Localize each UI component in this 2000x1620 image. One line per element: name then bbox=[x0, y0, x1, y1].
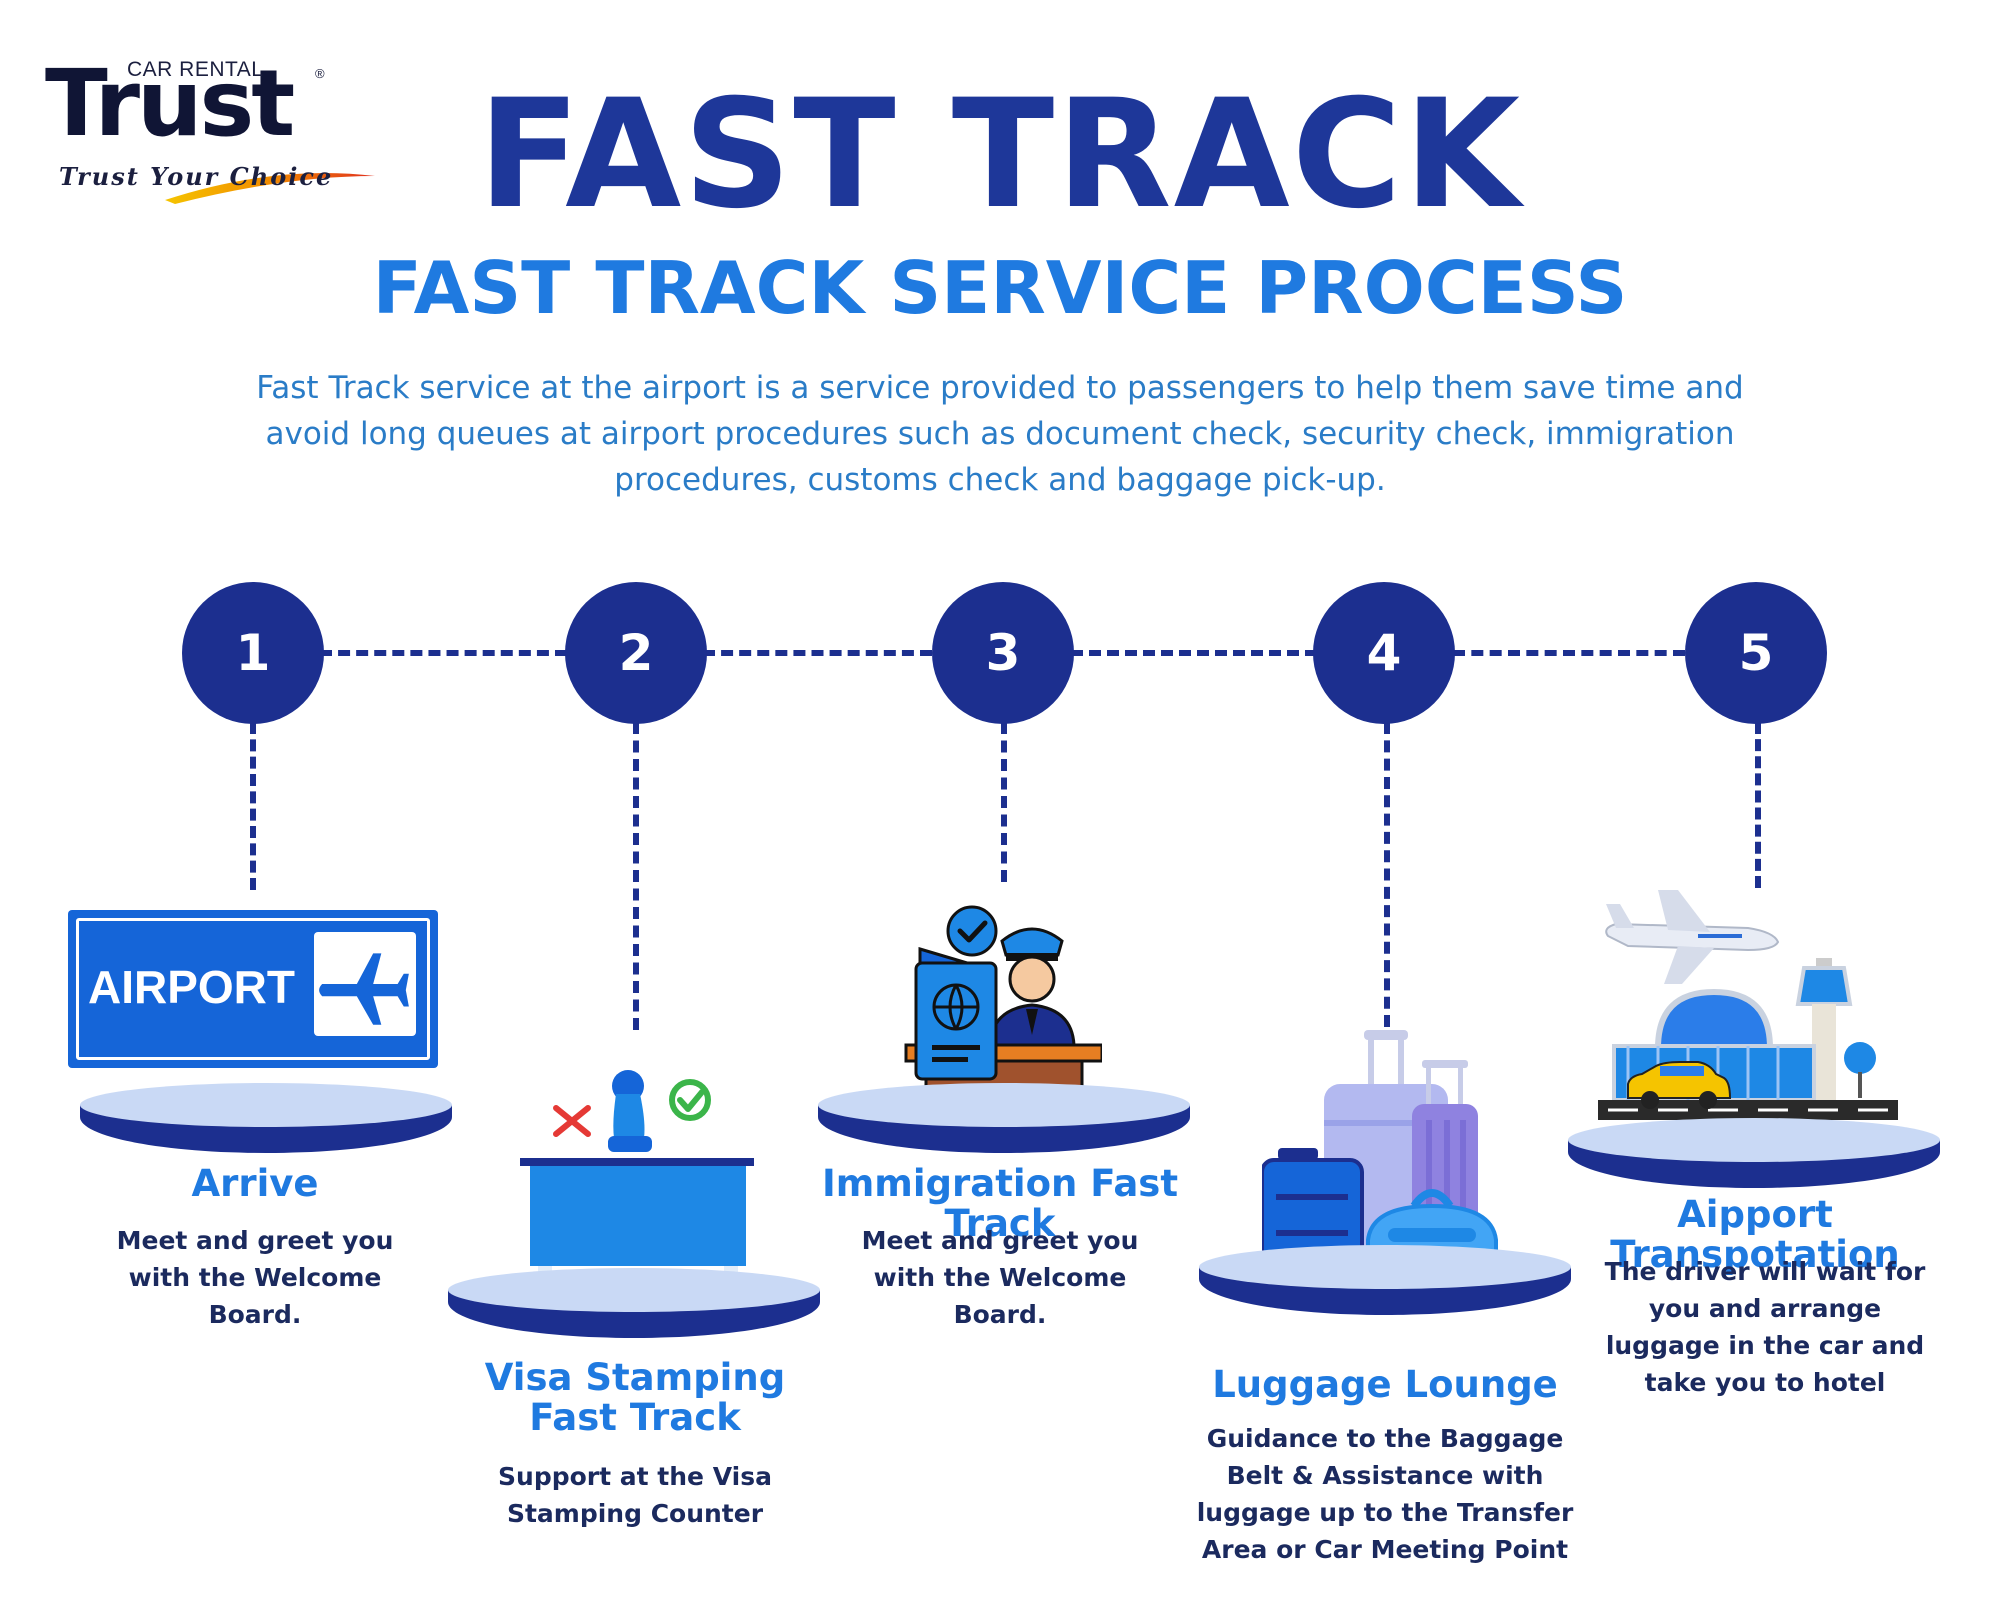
step-desc-3: Meet and greet you with the Welcome Boar… bbox=[861, 1226, 1139, 1329]
connector-down-1 bbox=[250, 722, 256, 890]
podium-5 bbox=[1568, 1118, 1940, 1188]
airport-sign-icon: AIRPORT bbox=[68, 910, 438, 1068]
step-number-5: 5 bbox=[1685, 582, 1827, 724]
step-title-5: Aipport Transpotation bbox=[1610, 1193, 1900, 1276]
logo-slogan: Trust Your Choice bbox=[59, 162, 334, 191]
step-number-2: 2 bbox=[565, 582, 707, 724]
step-number-4: 4 bbox=[1313, 582, 1455, 724]
logo-swoosh-icon bbox=[165, 173, 375, 204]
immigration-officer-icon bbox=[904, 905, 1102, 1103]
company-logo: Trust CAR RENTAL ® Trust Your Choice bbox=[45, 50, 375, 204]
step-title-1: Arrive bbox=[191, 1162, 319, 1205]
connector-down-3 bbox=[1001, 722, 1007, 882]
step-title-4: Luggage Lounge bbox=[1212, 1363, 1558, 1406]
airport-transport-icon bbox=[1598, 890, 1898, 1120]
visa-stamp-counter-icon bbox=[520, 1070, 754, 1280]
connector-down-2 bbox=[633, 722, 639, 1030]
step-title-3: Immigration Fast Track bbox=[821, 1162, 1179, 1245]
page-subtitle: FAST TRACK SERVICE PROCESS bbox=[372, 246, 1628, 330]
connector-1-2 bbox=[320, 650, 567, 656]
connector-3-4 bbox=[1071, 650, 1317, 656]
logo-car-rental: CAR RENTAL bbox=[127, 58, 264, 81]
page-title: FAST TRACK bbox=[477, 68, 1523, 242]
step-number-1: 1 bbox=[182, 582, 324, 724]
step-desc-5: The driver will wait for you and arrange… bbox=[1604, 1257, 1926, 1397]
logo-registered-mark: ® bbox=[315, 66, 325, 81]
connector-4-5 bbox=[1453, 650, 1685, 656]
podium-2 bbox=[448, 1268, 820, 1338]
airport-sign-label: AIRPORT bbox=[88, 961, 295, 1013]
connector-down-4 bbox=[1384, 722, 1390, 1027]
connector-down-5 bbox=[1755, 722, 1761, 888]
step-desc-4: Guidance to the Baggage Belt & Assistanc… bbox=[1196, 1424, 1574, 1564]
plane-icon bbox=[319, 953, 409, 1025]
connector-2-3 bbox=[703, 650, 932, 656]
podium-3 bbox=[818, 1083, 1190, 1153]
logo-brand: Trust bbox=[45, 50, 295, 157]
step-desc-2: Support at the Visa Stamping Counter bbox=[498, 1462, 772, 1528]
step-title-2: Visa Stamping Fast Track bbox=[484, 1356, 786, 1439]
step-desc-1: Meet and greet you with the Welcome Boar… bbox=[116, 1226, 394, 1329]
step-number-3: 3 bbox=[932, 582, 1074, 724]
podium-4 bbox=[1199, 1245, 1571, 1315]
intro-paragraph: Fast Track service at the airport is a s… bbox=[256, 370, 1744, 498]
podium-1 bbox=[80, 1083, 452, 1153]
